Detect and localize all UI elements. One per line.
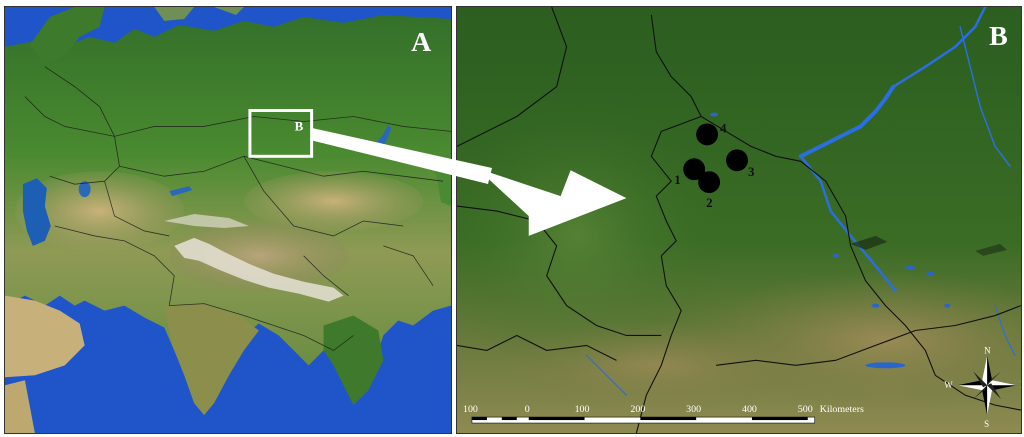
gobi-desert	[243, 171, 424, 231]
scale-tick: 0	[525, 404, 530, 415]
site-label-4: 4	[720, 120, 727, 135]
site-label-1: 1	[674, 172, 680, 187]
marsh	[850, 235, 888, 250]
sample-sites: 4 3 1 2	[674, 120, 755, 210]
site-marker-3[interactable]	[726, 149, 748, 172]
arctic-island	[214, 7, 244, 15]
inset-region-label: B	[295, 118, 304, 133]
site-marker-2[interactable]	[698, 171, 721, 194]
scale-tick: 300	[686, 404, 701, 415]
tien-shan-snow	[164, 214, 249, 228]
compass-east: E	[1020, 380, 1021, 390]
site-label-3: 3	[748, 164, 755, 179]
region-borders	[457, 7, 1021, 433]
scale-tick: 100	[463, 404, 478, 415]
tributary	[585, 354, 627, 396]
small-lakes	[710, 112, 951, 369]
country-borders	[24, 66, 451, 351]
tributary	[994, 305, 1016, 356]
ob-river	[798, 84, 896, 159]
inset-pointer-arrow	[476, 168, 627, 236]
rivers	[585, 7, 1016, 396]
scale-tick: 500	[798, 404, 813, 415]
southern-steppe	[496, 320, 816, 411]
scale-tick: 100	[575, 404, 590, 415]
arabia	[5, 295, 85, 378]
compass-west: W	[944, 380, 953, 390]
scandinavia	[29, 7, 105, 67]
himalaya-snow	[174, 237, 344, 302]
site-marker-1[interactable]	[683, 158, 706, 181]
tibetan-plateau	[169, 220, 349, 291]
central-asia-desert	[14, 171, 185, 251]
scale-tick: 200	[630, 404, 645, 415]
scale-unit: Kilometers	[820, 404, 864, 415]
site-label-2: 2	[706, 195, 712, 210]
marsh	[975, 243, 1008, 256]
scale-tick: 400	[742, 404, 757, 415]
caspian-sea	[22, 178, 51, 246]
overview-map: B A	[5, 7, 451, 433]
scale-bar: 100 0 100 200 300 400 500 Kilometers	[463, 404, 864, 424]
irtysh-river	[892, 7, 987, 88]
arctic-island	[154, 7, 195, 21]
aral-sea	[78, 181, 91, 198]
lake-balkhash	[169, 186, 193, 197]
compass-south: S	[984, 419, 989, 429]
detail-map: 4 3 1 2 100 0 100 200 300 400 500	[457, 7, 1021, 433]
panel-a-letter: A	[411, 27, 431, 58]
panel-b-letter: B	[989, 21, 1008, 52]
ob-river-upper	[799, 155, 897, 292]
tributary	[959, 26, 1011, 167]
overview-map-panel: B A	[4, 6, 452, 434]
compass-north: N	[984, 345, 991, 355]
eurasia-land	[5, 14, 451, 411]
southeast-asia	[323, 315, 384, 406]
site-marker-4[interactable]	[696, 123, 719, 146]
india	[164, 303, 259, 416]
detail-map-panel: 4 3 1 2 100 0 100 200 300 400 500	[456, 6, 1022, 434]
compass-rose: N S W E	[944, 345, 1021, 429]
africa-corner	[5, 380, 35, 433]
